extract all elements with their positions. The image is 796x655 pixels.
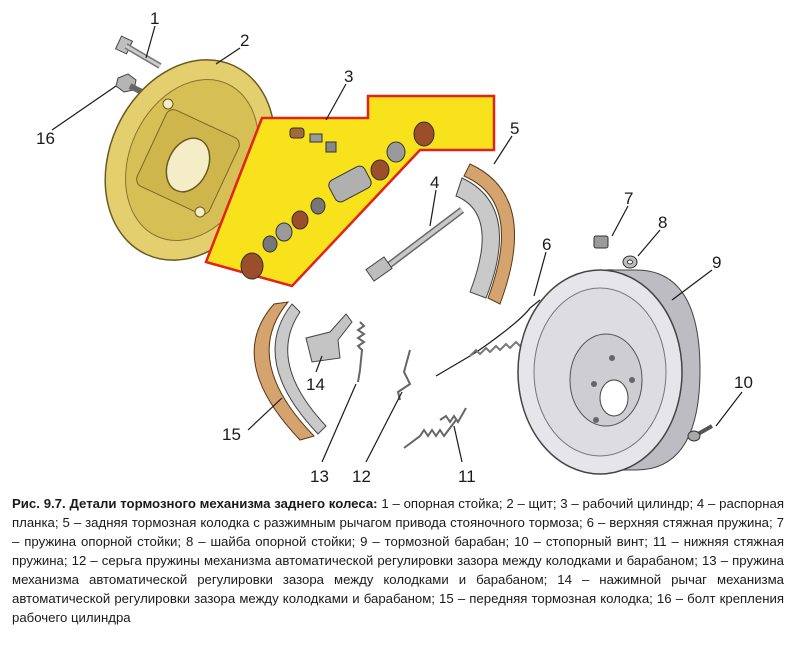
- label-12: 12: [352, 467, 371, 486]
- part-12-adjuster-shackle: [396, 349, 412, 401]
- label-2: 2: [240, 31, 249, 50]
- caption-text: 1 – опорная стойка; 2 – щит; 3 – рабочий…: [12, 496, 784, 625]
- label-14: 14: [306, 375, 325, 394]
- caption-title: Рис. 9.7. Детали тормозного механизма за…: [12, 496, 378, 511]
- label-15: 15: [222, 425, 241, 444]
- figure-caption: Рис. 9.7. Детали тормозного механизма за…: [12, 494, 784, 627]
- label-4: 4: [430, 173, 439, 192]
- part-13-adjuster-spring: [356, 321, 366, 383]
- label-16: 16: [36, 129, 55, 148]
- label-3: 3: [344, 67, 353, 86]
- label-5: 5: [510, 119, 519, 138]
- part-15-front-shoe: [253, 301, 327, 441]
- label-8: 8: [658, 213, 667, 232]
- part-8-washer: [622, 255, 638, 269]
- label-13: 13: [310, 467, 329, 486]
- label-6: 6: [542, 235, 551, 254]
- part-14-adjuster-lever: [305, 313, 353, 363]
- part-2-backing-plate: [104, 59, 276, 261]
- part-1-support-post: [114, 35, 162, 69]
- label-11: 11: [458, 467, 476, 486]
- part-9-brake-drum: [517, 269, 701, 475]
- part-3-wheel-cylinder-zone: [204, 94, 496, 288]
- label-1: 1: [150, 9, 159, 28]
- brake-assembly-diagram: 1 2 3 4 5 6 7 8 9 10 11 12 13 14 15 16: [36, 9, 753, 486]
- label-10: 10: [734, 373, 753, 392]
- part-7-support-spring: [593, 235, 609, 249]
- label-7: 7: [624, 189, 633, 208]
- part-16-cylinder-bolt: [115, 73, 144, 95]
- part-10-locking-screw: [687, 424, 713, 442]
- label-9: 9: [712, 253, 721, 272]
- part-5-rear-shoe: [455, 163, 516, 305]
- part-11-lower-spring: [403, 407, 467, 449]
- part-6-upper-spring: [435, 299, 541, 377]
- part-4-strut-bar: [365, 207, 465, 282]
- leader-lines: [51, 25, 743, 463]
